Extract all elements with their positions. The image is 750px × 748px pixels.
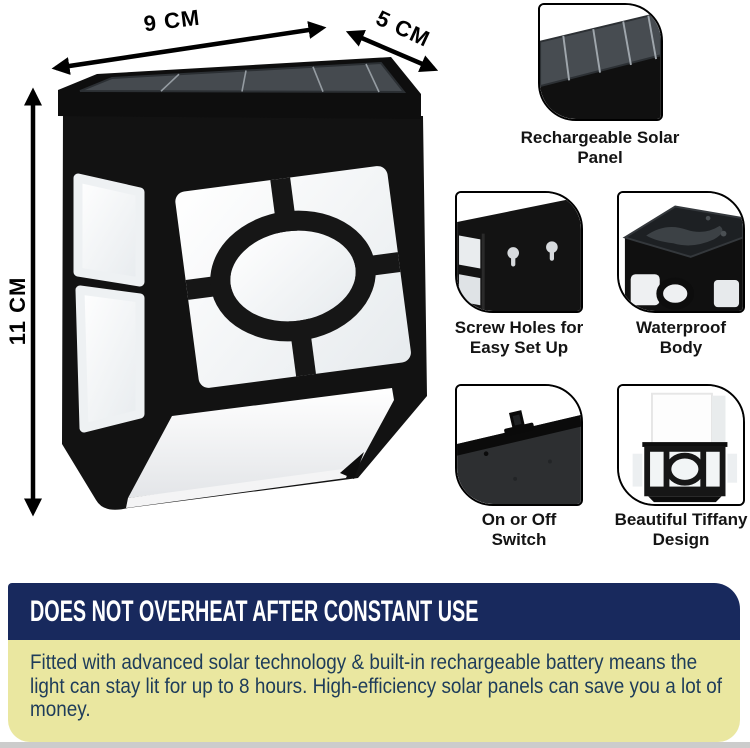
feature-label-waterproof: Waterproof Body bbox=[635, 318, 727, 357]
bottom-divider-strip bbox=[0, 742, 750, 748]
feature-thumb-screw-holes bbox=[455, 191, 583, 313]
feature-label-switch: On or Off Switch bbox=[481, 510, 557, 549]
solar-wall-light-illustration bbox=[24, 21, 439, 517]
feature-thumb-waterproof bbox=[617, 191, 745, 313]
tiffany-design-icon bbox=[619, 386, 743, 504]
feature-label-tiffany: Beautiful Tiffany Design bbox=[614, 510, 748, 549]
feature-label-screw-holes: Screw Holes for Easy Set Up bbox=[454, 318, 584, 357]
headline-text: DOES NOT OVERHEAT AFTER CONSTANT USE bbox=[30, 594, 479, 628]
feature-thumb-switch bbox=[455, 384, 583, 506]
height-dimension-label: 11 CM bbox=[5, 276, 30, 346]
waterproof-body-icon bbox=[619, 193, 743, 311]
tiffany-front-face bbox=[175, 166, 411, 388]
side-window-panels bbox=[73, 173, 145, 433]
width-dimension-arrow bbox=[51, 21, 327, 75]
depth-dimension-arrow bbox=[345, 30, 439, 72]
screw-holes-icon bbox=[457, 193, 581, 311]
feature-label-solar-panel: Rechargeable Solar Panel bbox=[520, 128, 680, 167]
description-text: Fitted with advanced solar technology & … bbox=[30, 651, 722, 721]
lamp-body bbox=[58, 57, 427, 510]
bottom-diffuser bbox=[126, 388, 394, 508]
feature-thumb-solar-panel bbox=[538, 3, 663, 121]
on-off-switch-icon bbox=[457, 386, 581, 504]
solar-panel-icon bbox=[540, 5, 661, 119]
description-box: Fitted with advanced solar technology & … bbox=[8, 640, 740, 742]
feature-thumb-tiffany bbox=[617, 384, 745, 506]
headline-banner: DOES NOT OVERHEAT AFTER CONSTANT USE bbox=[8, 583, 740, 640]
solar-panel-top bbox=[79, 61, 407, 94]
